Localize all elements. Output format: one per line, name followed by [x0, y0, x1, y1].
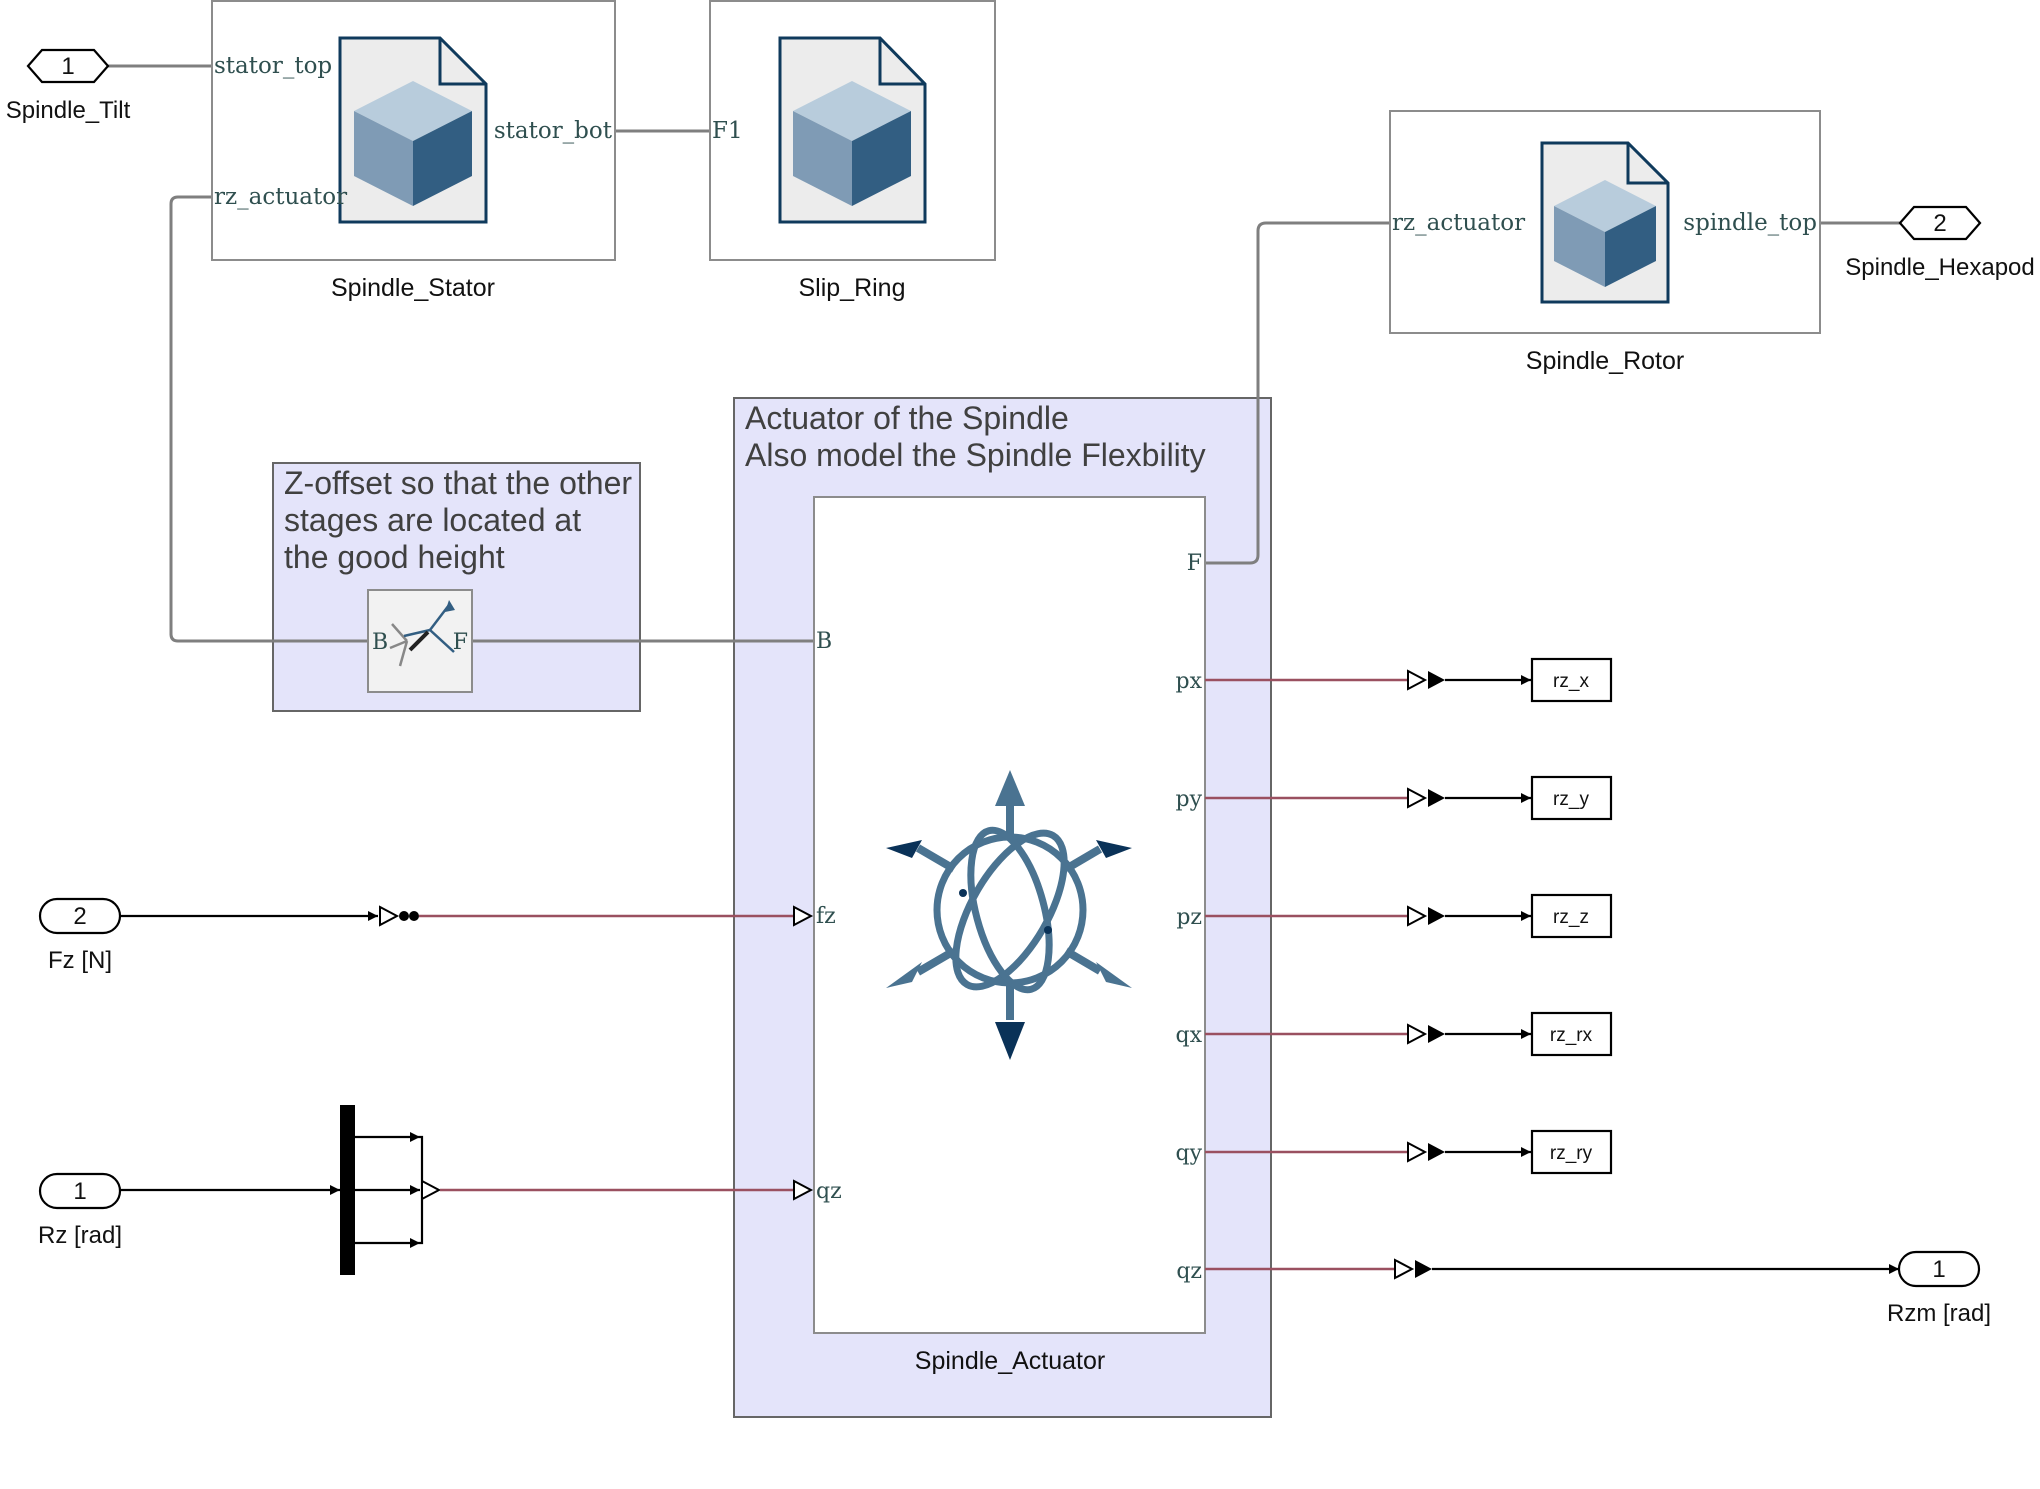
fz-signal-path[interactable] [120, 905, 814, 927]
rz-signal-path[interactable] [120, 1105, 814, 1275]
port-transform-f: F [453, 630, 468, 655]
inport-number: 1 [73, 1178, 86, 1205]
goto-tag-label: rz_ry [1550, 1143, 1593, 1164]
goto-tag-label: rz_x [1553, 671, 1589, 692]
inport-spindle-tilt[interactable]: 1 Spindle_Tilt [6, 48, 131, 124]
port-stator-bot: stator_bot [494, 118, 613, 144]
spindle-stator-name: Spindle_Stator [331, 274, 495, 302]
port-transform-b: B [372, 630, 388, 655]
zoffset-annotation-line-2: stages are located at [284, 502, 581, 538]
bushing-joint-icon [886, 770, 1132, 1060]
port-actuator-fz: fz [816, 904, 836, 929]
inport-number: 1 [61, 53, 74, 80]
goto-tag-label: rz_z [1553, 907, 1589, 928]
port-rotor-rz-actuator: rz_actuator [1392, 210, 1525, 236]
inport-label: Rz [rad] [38, 1222, 122, 1249]
demux-bar-icon [340, 1105, 355, 1275]
spindle-stator-block[interactable]: stator_top rz_actuator stator_bot Spindl… [211, 0, 616, 302]
slip-ring-block[interactable]: F1 Slip_Ring [709, 0, 996, 302]
goto-tag-label: rz_y [1553, 789, 1589, 810]
port-actuator-qy: qy [1175, 1141, 1202, 1166]
port-actuator-b: B [816, 629, 832, 654]
spindle-rotor-block[interactable]: rz_actuator spindle_top Spindle_Rotor [1389, 110, 1821, 375]
inport-fz[interactable]: 2 Fz [N] [38, 897, 122, 974]
solid-file-icon [338, 36, 488, 224]
outport-label: Spindle_Hexapod [1845, 254, 2034, 281]
goto-tag-rz-z[interactable]: rz_z [1530, 893, 1613, 939]
output-pz-path[interactable] [1205, 905, 1531, 927]
inport-label: Spindle_Tilt [6, 97, 131, 124]
output-qy-path[interactable] [1205, 1141, 1531, 1163]
port-actuator-py: py [1175, 787, 1202, 812]
port-stator-rz-actuator: rz_actuator [214, 184, 347, 210]
goto-tag-rz-x[interactable]: rz_x [1530, 657, 1613, 703]
spindle-actuator-block[interactable]: F B fz qz px py pz qx qy qz Spindle_Actu… [813, 496, 1206, 1375]
rigid-transform-block[interactable]: B F [367, 589, 473, 693]
port-actuator-f: F [1187, 551, 1202, 576]
output-px-path[interactable] [1205, 669, 1531, 691]
output-py-path[interactable] [1205, 787, 1531, 809]
spindle-actuator-name: Spindle_Actuator [915, 1347, 1105, 1375]
spindle-rotor-name: Spindle_Rotor [1526, 347, 1684, 375]
port-actuator-qz-out: qz [1176, 1259, 1202, 1284]
output-qx-path[interactable] [1205, 1023, 1531, 1045]
goto-tag-label: rz_rx [1550, 1025, 1593, 1046]
port-actuator-qz-in: qz [816, 1179, 842, 1204]
goto-tag-rz-y[interactable]: rz_y [1530, 775, 1613, 821]
port-slip-ring-f1: F1 [712, 118, 743, 144]
conn-actuator-rotor[interactable] [1205, 221, 1390, 565]
port-stator-top: stator_top [214, 53, 332, 79]
port-actuator-pz: pz [1176, 905, 1202, 930]
outport-rzm[interactable]: 1 Rzm [rad] [1887, 1250, 1991, 1327]
output-qz-path[interactable] [1205, 1258, 1899, 1280]
physical-connections [108, 64, 1900, 643]
outport-number: 1 [1932, 1256, 1945, 1283]
inport-number: 2 [73, 903, 86, 930]
solid-file-icon [778, 36, 927, 224]
conn-stator-transform[interactable] [169, 195, 368, 643]
zoffset-annotation-line-1: Z-offset so that the other [284, 465, 632, 501]
rigid-transform-icon [389, 600, 455, 667]
outport-label: Rzm [rad] [1887, 1300, 1991, 1327]
outport-spindle-hexapod[interactable]: 2 Spindle_Hexapod [1845, 205, 2035, 281]
outport-number: 2 [1933, 210, 1946, 237]
actuator-annotation-line-1: Actuator of the Spindle [745, 400, 1069, 436]
port-actuator-px: px [1176, 669, 1203, 694]
zoffset-annotation-line-3: the good height [284, 539, 505, 575]
port-rotor-spindle-top: spindle_top [1683, 210, 1817, 236]
goto-tag-rz-rx[interactable]: rz_rx [1530, 1011, 1613, 1057]
solid-file-icon [1540, 141, 1670, 304]
inport-label: Fz [N] [48, 947, 112, 974]
goto-tag-rz-ry[interactable]: rz_ry [1530, 1129, 1613, 1175]
inport-rz[interactable]: 1 Rz [rad] [38, 1172, 122, 1249]
port-actuator-qx: qx [1176, 1023, 1203, 1048]
actuator-annotation-line-2: Also model the Spindle Flexbility [745, 437, 1206, 473]
slip-ring-name: Slip_Ring [798, 274, 905, 302]
